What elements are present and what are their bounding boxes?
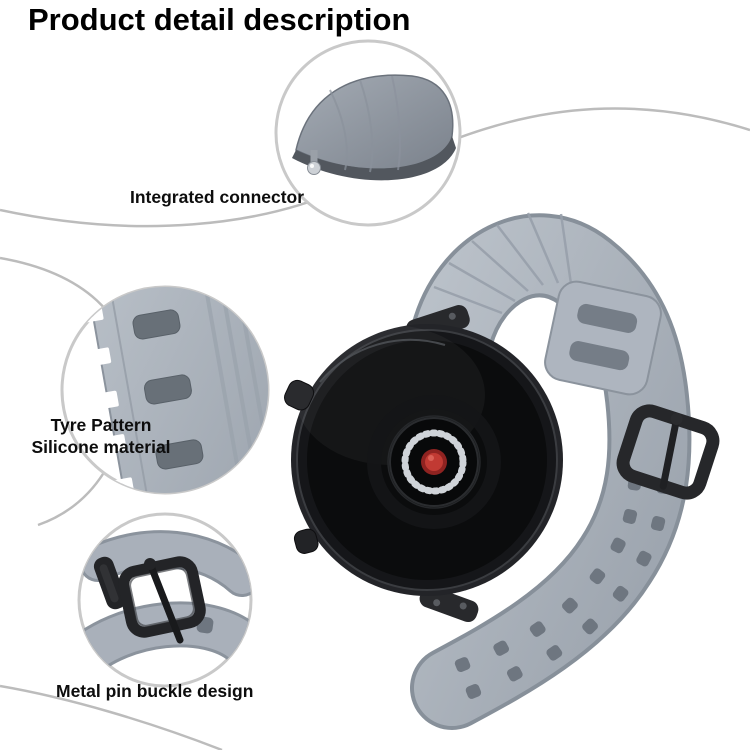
callout-label-buckle: Metal pin buckle design [56,681,254,701]
buckle-closeup [79,530,251,685]
page-title: Product detail description [28,2,411,37]
strap-keeper [544,280,662,396]
watch-center-emblem [389,417,479,507]
connector-screw-pin [307,150,321,175]
callout-label-tyre-line2: Silicone material [31,436,171,457]
callout-label-tyre: Tyre Pattern Silicone material [22,415,180,459]
callout-label-tyre-line1: Tyre Pattern [50,415,152,435]
watch-body [284,324,563,596]
callout-circle-connector [274,39,462,227]
connector-closeup [292,74,456,181]
callout-circle-buckle [77,512,253,688]
strap-rib-texture [433,212,573,315]
buckle-keeper-loop [93,556,127,610]
watch-crown-button [284,379,315,411]
product-photo [284,212,720,730]
metal-buckle [616,404,720,500]
tyre-closeup [79,287,268,493]
callout-label-connector: Integrated connector [130,187,305,207]
watch-strap [410,212,720,730]
callout-circle-tyre [60,285,270,495]
buckle-pin [147,562,184,644]
decorative-curve-bottom [0,684,223,750]
watch-side-button [293,528,319,554]
